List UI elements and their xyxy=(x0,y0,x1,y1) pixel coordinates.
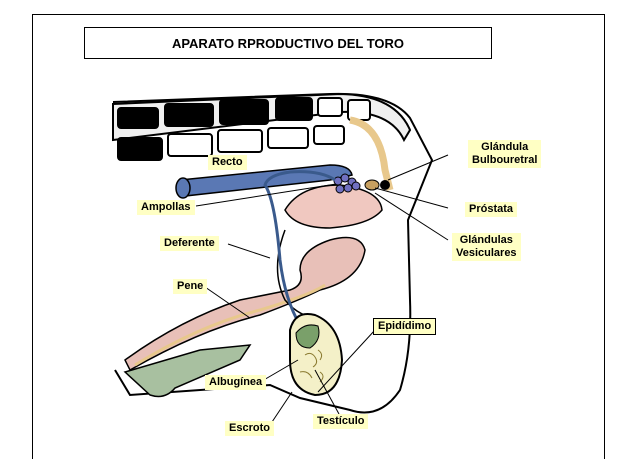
label-deferente: Deferente xyxy=(160,236,219,251)
label-ampollas: Ampollas xyxy=(137,200,195,215)
label-testiculo: Testículo xyxy=(313,414,368,429)
bulbourethral-gland xyxy=(380,180,390,190)
label-glandula-bulbouretral: Glándula Bulbouretral xyxy=(468,140,541,168)
label-pene: Pene xyxy=(173,279,207,294)
label-albuginea: Albugínea xyxy=(205,375,266,390)
bladder xyxy=(285,185,382,228)
label-glandulas-vesiculares: Glándulas Vesiculares xyxy=(452,233,521,261)
label-prostata: Próstata xyxy=(465,202,517,217)
pelvic-urethra xyxy=(350,120,390,190)
ampullae xyxy=(334,174,360,193)
label-epididimo: Epidídimo xyxy=(373,318,436,335)
label-recto: Recto xyxy=(208,155,247,170)
label-escroto: Escroto xyxy=(225,421,274,436)
